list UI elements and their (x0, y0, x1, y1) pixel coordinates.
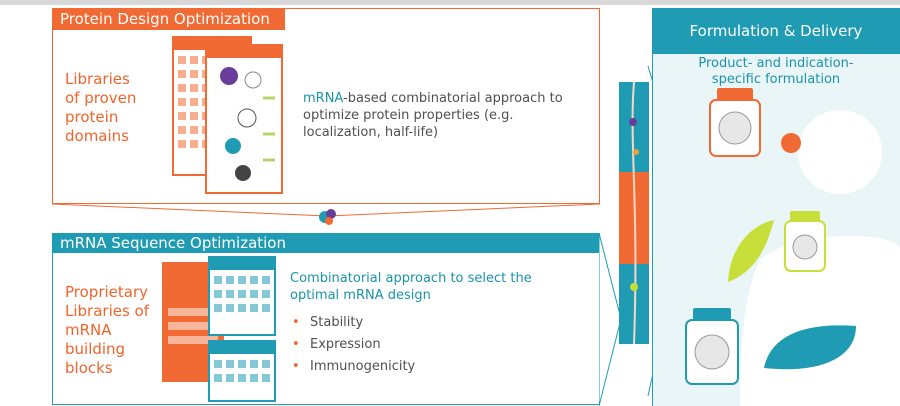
delivery-subtitle-line: specific formulation (711, 72, 841, 87)
mrna-left-line: mRNA (65, 321, 112, 339)
protein-domain-icon (220, 67, 275, 181)
mrna-left-line: building (65, 340, 126, 358)
protein-left-line: of proven (65, 89, 137, 107)
protein-design-header: Protein Design Optimization (52, 8, 285, 30)
protein-left-line: domains (65, 127, 129, 145)
mrna-left-line: Libraries of (65, 302, 150, 320)
protein-right-text: mRNA-based combinatorial approach to opt… (303, 90, 593, 141)
delivery-subtitle-line: Product- and indication- (698, 56, 854, 71)
bullet-expression: Expression (290, 336, 415, 353)
delivery-title: Formulation & Delivery (689, 22, 863, 40)
protein-design-title: Protein Design Optimization (60, 10, 270, 28)
delivery-header: Formulation & Delivery (652, 8, 900, 54)
top-border (0, 0, 900, 5)
mrna-bullet-list: Stability Expression Immunogenicity (290, 314, 415, 380)
bullet-stability: Stability (290, 314, 415, 331)
protein-design-panel (52, 8, 600, 204)
mrna-left-line: Proprietary (65, 283, 148, 301)
protein-left-text: Libraries of proven protein domains (65, 70, 136, 146)
formulation-jar-orange (709, 88, 761, 157)
mrna-heading: Combinatorial approach to select the opt… (290, 270, 532, 304)
mrna-heading-line: optimal mRNA design (290, 288, 431, 303)
liver-organ-icon (764, 325, 856, 370)
protein-left-line: Libraries (65, 70, 130, 88)
mrna-sequence-title: mRNA Sequence Optimization (60, 234, 286, 252)
mrna-sequence-header: mRNA Sequence Optimization (52, 233, 600, 253)
molecule-icon (319, 209, 336, 225)
mrna-panel-arrow (599, 233, 622, 406)
formulation-jar-lime (784, 211, 826, 272)
mrna-strand-line (629, 82, 639, 344)
lung-organ-icon (728, 220, 774, 282)
mrna-left-text: Proprietary Libraries of mRNA building b… (65, 283, 149, 378)
mrna-strand-column (619, 82, 649, 344)
mrna-prefix: mRNA (303, 91, 344, 106)
protein-right-line: -based combinatorial approach to (343, 91, 563, 106)
protein-library-card (205, 44, 283, 194)
protein-left-line: protein (65, 108, 119, 126)
mrna-heading-line: Combinatorial approach to select the (290, 271, 532, 286)
formulation-jar-teal (685, 308, 739, 385)
utr5-library-card (208, 256, 276, 336)
bullet-immunogenicity: Immunogenicity (290, 358, 415, 375)
utr3-library-card (208, 340, 276, 402)
delivery-subtitle: Product- and indication- specific formul… (658, 56, 894, 88)
protein-right-line: optimize protein properties (e.g. (303, 108, 514, 123)
mrna-left-line: blocks (65, 359, 113, 377)
protein-right-line: localization, half-life) (303, 125, 439, 140)
eye-icon (781, 133, 801, 153)
